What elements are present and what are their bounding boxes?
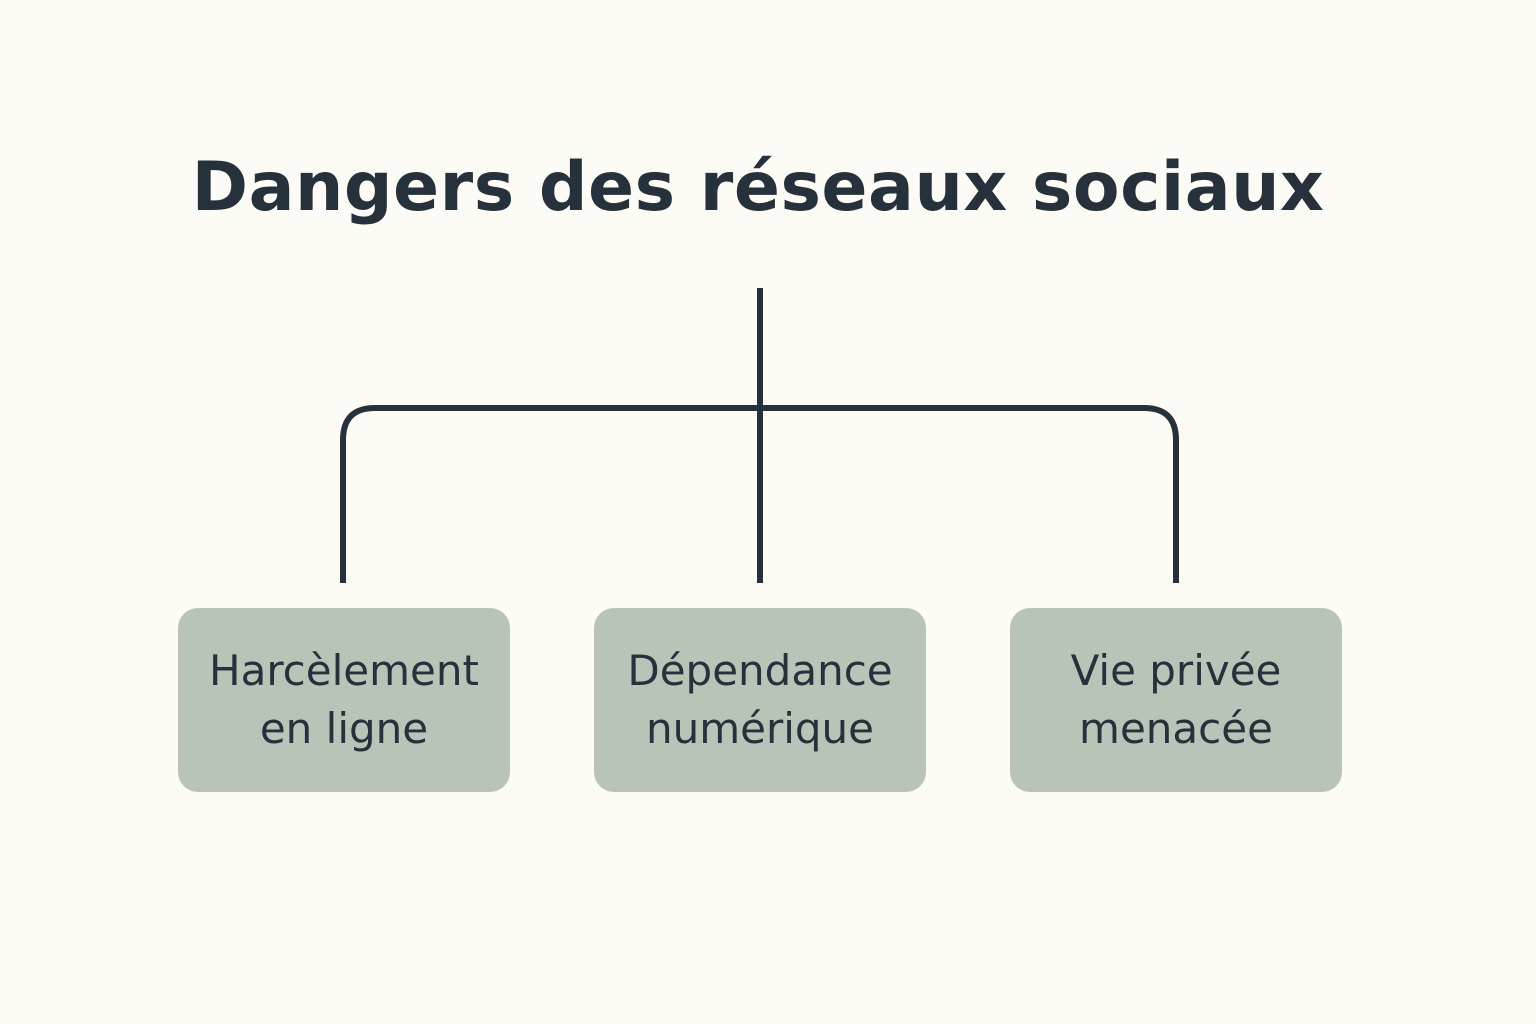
node-dependance: Dépendance numérique xyxy=(594,608,926,792)
node-label: Dépendance numérique xyxy=(627,646,893,753)
node-vie-privee: Vie privée menacée xyxy=(1010,608,1342,792)
branch-left xyxy=(340,405,760,583)
diagram-title: Dangers des réseaux sociaux xyxy=(191,148,1325,227)
node-label: Harcèlement en ligne xyxy=(209,646,479,753)
node-harcelement: Harcèlement en ligne xyxy=(178,608,510,792)
branch-right xyxy=(760,405,1179,583)
node-label: Vie privée menacée xyxy=(1070,646,1282,753)
